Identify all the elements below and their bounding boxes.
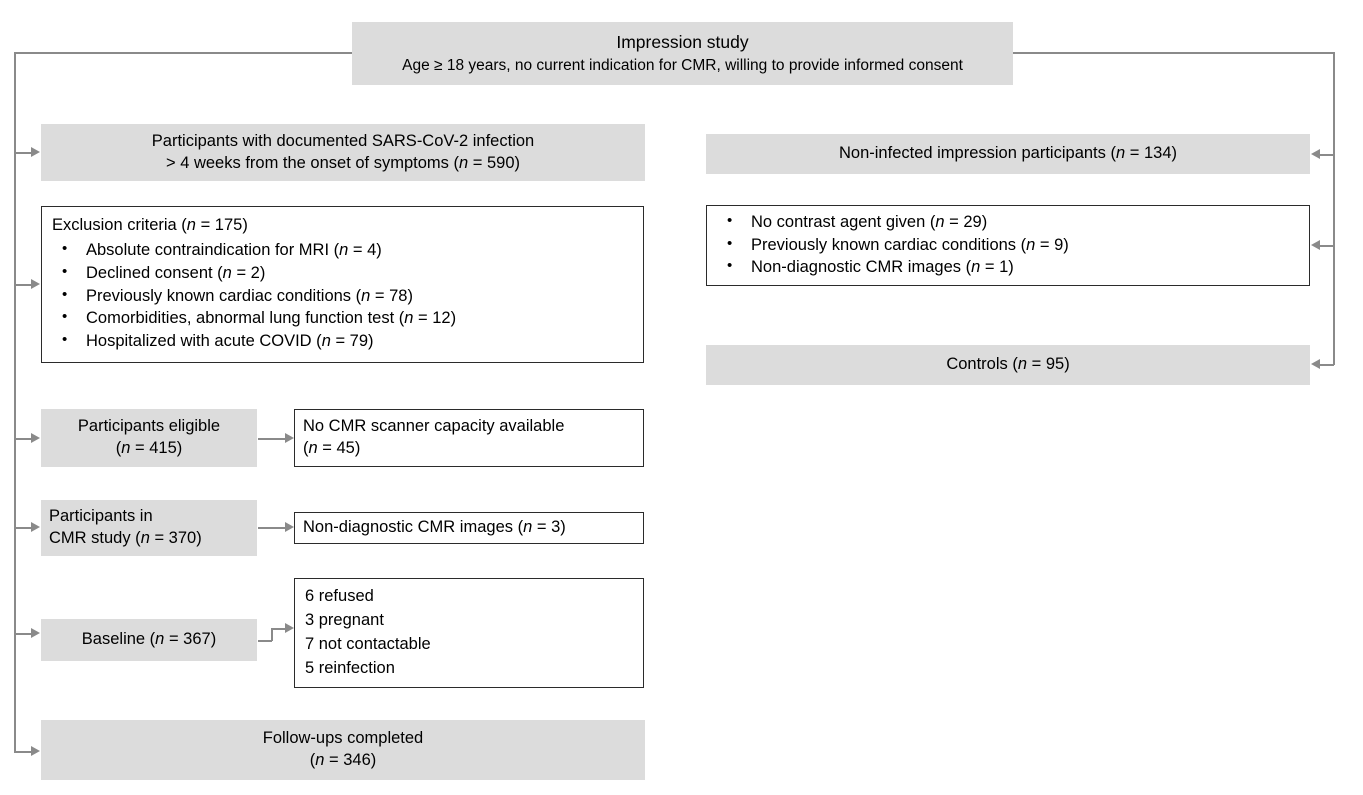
box-exclusion-criteria[interactable]: Exclusion criteria (n = 175) Absolute co…	[41, 206, 644, 363]
exclusion-list: Absolute contraindication for MRI (n = 4…	[52, 239, 633, 354]
baseline-text: Baseline (n = 367)	[81, 630, 217, 649]
connector-baseline-step-2	[271, 628, 286, 630]
nocapacity-line-1: No CMR scanner capacity available	[303, 417, 565, 436]
connector-right-to-exclusions	[1320, 245, 1334, 247]
eligible-line-2: (n = 415)	[115, 439, 183, 457]
infected-line-1: Participants with documented SARS-CoV-2 …	[151, 131, 535, 150]
list-item: Previously known cardiac conditions (n =…	[52, 285, 633, 308]
cmrstudy-line-1: Participants in	[49, 507, 153, 526]
followups-line-2: (n = 346)	[309, 751, 377, 769]
list-item: Comorbidities, abnormal lung function te…	[52, 307, 633, 330]
list-item: Absolute contraindication for MRI (n = 4…	[52, 239, 633, 262]
list-item: Non-diagnostic CMR images (n = 1)	[717, 256, 1299, 279]
connector-right-spine	[1333, 52, 1335, 365]
noninfected-text: Non-infected impression participants (n …	[839, 144, 1177, 163]
arrowhead-right-exclusions	[1311, 240, 1320, 250]
box-nondiagnostic-images[interactable]: Non-diagnostic CMR images (n = 3)	[294, 512, 644, 544]
connector-top-right-horizontal	[1012, 52, 1335, 54]
arrowhead-noninfected	[1311, 149, 1320, 159]
arrowhead-controls	[1311, 359, 1320, 369]
box-baseline[interactable]: Baseline (n = 367)	[41, 619, 257, 661]
arrowhead-baseline	[31, 628, 40, 638]
followups-line-1: Follow-ups completed	[262, 729, 424, 748]
list-item: 7 not contactable	[305, 635, 431, 653]
connector-left-to-infected	[14, 152, 32, 154]
arrowhead-followups	[31, 746, 40, 756]
eligible-line-1: Participants eligible	[77, 417, 221, 436]
box-impression-study[interactable]: Impression study Age ≥ 18 years, no curr…	[352, 22, 1013, 85]
impression-study-subtitle: Age ≥ 18 years, no current indication fo…	[402, 56, 963, 74]
arrowhead-infected	[31, 147, 40, 157]
box-no-scanner-capacity[interactable]: No CMR scanner capacity available (n = 4…	[294, 409, 644, 467]
connector-baseline-step-1	[258, 640, 272, 642]
cmrstudy-line-2: CMR study (n = 370)	[49, 529, 202, 547]
box-participants-cmr-study[interactable]: Participants in CMR study (n = 370)	[41, 500, 257, 556]
connector-left-to-followups	[14, 751, 32, 753]
arrowhead-nocapacity	[285, 433, 294, 443]
connector-left-to-cmrstudy	[14, 527, 32, 529]
list-item: Hospitalized with acute COVID (n = 79)	[52, 330, 633, 353]
connector-right-to-noninfected	[1320, 154, 1334, 156]
box-noninfected-exclusions[interactable]: No contrast agent given (n = 29) Previou…	[706, 205, 1310, 286]
list-item: 6 refused	[305, 587, 374, 606]
connector-eligible-to-nocapacity	[258, 438, 286, 440]
arrowhead-exclusion	[31, 279, 40, 289]
list-item: Previously known cardiac conditions (n =…	[717, 234, 1299, 257]
nondiagnostic-text: Non-diagnostic CMR images (n = 3)	[303, 518, 566, 537]
connector-right-to-controls	[1320, 364, 1334, 366]
list-item: 5 reinfection	[305, 658, 395, 677]
arrowhead-nondiagnostic	[285, 522, 294, 532]
infected-line-2: > 4 weeks from the onset of symptoms (n …	[165, 153, 521, 172]
controls-text: Controls (n = 95)	[946, 355, 1070, 374]
exclusion-header: Exclusion criteria (n = 175)	[52, 216, 248, 235]
connector-baseline-step-vertical	[271, 628, 273, 641]
box-dropout-reasons[interactable]: 6 refused 3 pregnant 7 not contactable 5…	[294, 578, 644, 688]
nocapacity-line-2: (n = 45)	[303, 439, 361, 457]
impression-study-title: Impression study	[616, 31, 749, 52]
connector-left-to-exclusion	[14, 284, 32, 286]
connector-left-spine	[14, 52, 16, 752]
box-controls[interactable]: Controls (n = 95)	[706, 345, 1310, 385]
box-participants-eligible[interactable]: Participants eligible (n = 415)	[41, 409, 257, 467]
box-followups-completed[interactable]: Follow-ups completed (n = 346)	[41, 720, 645, 780]
arrowhead-cmrstudy	[31, 522, 40, 532]
right-exclusion-list: No contrast agent given (n = 29) Previou…	[717, 211, 1299, 280]
connector-top-left-horizontal	[14, 52, 354, 54]
list-item: No contrast agent given (n = 29)	[717, 211, 1299, 234]
arrowhead-dropouts	[285, 623, 294, 633]
arrowhead-eligible	[31, 433, 40, 443]
connector-left-to-baseline	[14, 633, 32, 635]
list-item: Declined consent (n = 2)	[52, 262, 633, 285]
connector-left-to-eligible	[14, 438, 32, 440]
box-noninfected-participants[interactable]: Non-infected impression participants (n …	[706, 134, 1310, 174]
list-item: 3 pregnant	[305, 611, 384, 630]
box-infected-participants[interactable]: Participants with documented SARS-CoV-2 …	[41, 124, 645, 181]
connector-cmrstudy-to-nondiagnostic	[258, 527, 286, 529]
